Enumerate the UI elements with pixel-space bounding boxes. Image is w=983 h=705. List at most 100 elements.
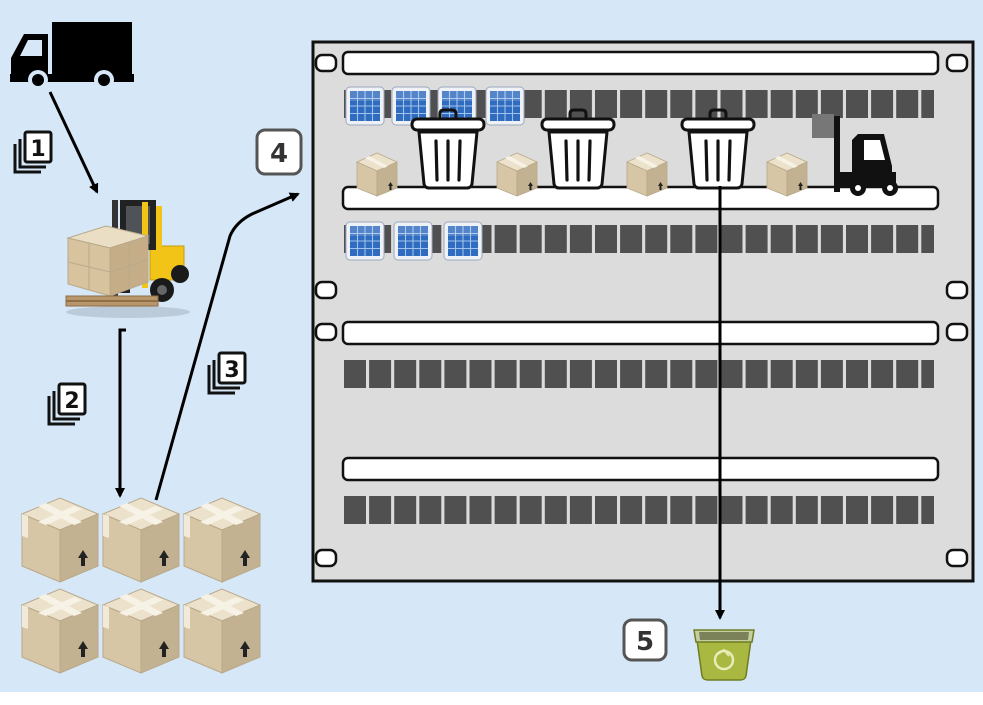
rail-segment bbox=[344, 360, 366, 388]
rail-segment bbox=[519, 90, 542, 118]
rail-strip bbox=[344, 360, 934, 388]
rail-segment bbox=[820, 90, 843, 118]
step-3-label: 3 bbox=[224, 358, 239, 383]
box-icon bbox=[766, 152, 808, 197]
box-icon bbox=[183, 588, 261, 674]
rail-segment bbox=[419, 496, 442, 524]
step-4-label: 4 bbox=[270, 139, 288, 169]
rail-segment bbox=[419, 360, 442, 388]
rail-segment bbox=[695, 360, 718, 388]
mount-hole bbox=[314, 53, 338, 73]
assembly-panel bbox=[311, 40, 975, 583]
box-icon bbox=[102, 588, 180, 674]
solar-module-icon bbox=[345, 86, 385, 126]
step-3-badge: 3 bbox=[207, 351, 247, 395]
rail-segment bbox=[770, 360, 793, 388]
rail-segment bbox=[444, 360, 467, 388]
solar-module-icon bbox=[485, 86, 525, 126]
mount-hole bbox=[945, 53, 969, 73]
step-1-label: 1 bbox=[30, 137, 45, 162]
rail-segment bbox=[846, 90, 868, 118]
rail-segment bbox=[519, 360, 542, 388]
rail-strip bbox=[344, 496, 934, 524]
rail-segment bbox=[544, 496, 567, 524]
rail-segment bbox=[795, 90, 818, 118]
rail-segment bbox=[645, 496, 668, 524]
trash-icon bbox=[410, 108, 486, 190]
rail-segment bbox=[544, 225, 567, 253]
rail-segment bbox=[620, 90, 643, 118]
rail-segment bbox=[444, 496, 467, 524]
rail-segment bbox=[645, 225, 668, 253]
box-icon bbox=[102, 497, 180, 583]
rail-segment bbox=[569, 225, 592, 253]
rail-segment bbox=[595, 225, 617, 253]
rail-segment bbox=[494, 360, 517, 388]
rail-segment bbox=[620, 225, 643, 253]
box-icon bbox=[496, 152, 538, 197]
rail-segment bbox=[745, 225, 768, 253]
truck-icon bbox=[10, 22, 134, 90]
rail-segment bbox=[394, 496, 417, 524]
rail-segment bbox=[745, 360, 768, 388]
box-icon bbox=[356, 152, 398, 197]
forklift-icon bbox=[65, 200, 190, 318]
recycle-bin-icon bbox=[693, 629, 755, 681]
solar-module-icon bbox=[393, 221, 433, 261]
rail-segment bbox=[820, 496, 843, 524]
step-4-badge: 4 bbox=[255, 128, 303, 176]
rail-segment bbox=[921, 496, 934, 524]
mount-hole bbox=[314, 548, 338, 568]
rail-bar bbox=[341, 320, 940, 346]
rail-segment bbox=[795, 225, 818, 253]
forklift-icon bbox=[812, 114, 898, 196]
box-icon bbox=[21, 588, 99, 674]
rail-segment bbox=[770, 225, 793, 253]
rail-segment bbox=[770, 90, 793, 118]
rail-segment bbox=[670, 496, 693, 524]
rail-segment bbox=[871, 360, 894, 388]
solar-module-icon bbox=[443, 221, 483, 261]
rail-segment bbox=[670, 225, 693, 253]
step-2-label: 2 bbox=[64, 389, 79, 414]
rail-segment bbox=[369, 496, 392, 524]
step-2-badge: 2 bbox=[47, 382, 87, 426]
arrow-storage-to-panel bbox=[154, 192, 300, 501]
panel-trash-cans bbox=[410, 108, 756, 190]
step-5-label: 5 bbox=[636, 627, 654, 657]
rail-segment bbox=[846, 225, 868, 253]
rail-segment bbox=[394, 360, 417, 388]
rail-segment bbox=[645, 360, 668, 388]
arrow-truck-to-forklift bbox=[48, 91, 99, 194]
rail-segment bbox=[469, 360, 492, 388]
rail-segment bbox=[519, 225, 542, 253]
step-1-badge: 1 bbox=[13, 130, 53, 174]
rail-segment bbox=[921, 225, 934, 253]
rail-segment bbox=[846, 496, 868, 524]
rail-segment bbox=[494, 225, 517, 253]
rail-segment bbox=[720, 496, 743, 524]
mount-hole bbox=[314, 280, 338, 300]
rail-segment bbox=[795, 496, 818, 524]
rail-segment bbox=[595, 90, 617, 118]
rail-segment bbox=[569, 360, 592, 388]
mount-hole bbox=[945, 548, 969, 568]
rail-bar bbox=[341, 456, 940, 482]
rail-segment bbox=[846, 360, 868, 388]
rail-segment bbox=[670, 90, 693, 118]
mount-hole bbox=[945, 280, 969, 300]
rail-segment bbox=[569, 496, 592, 524]
rail-segment bbox=[820, 225, 843, 253]
rail-segment bbox=[896, 360, 919, 388]
box-icon bbox=[183, 497, 261, 583]
rail-segment bbox=[871, 225, 894, 253]
rail-segment bbox=[720, 90, 743, 118]
rail-segment bbox=[695, 90, 718, 118]
rail-segment bbox=[494, 496, 517, 524]
rail-segment bbox=[595, 496, 617, 524]
rail-segment bbox=[544, 90, 567, 118]
rail-segment bbox=[695, 225, 718, 253]
rail-segment bbox=[745, 496, 768, 524]
rail-bar bbox=[341, 50, 940, 76]
